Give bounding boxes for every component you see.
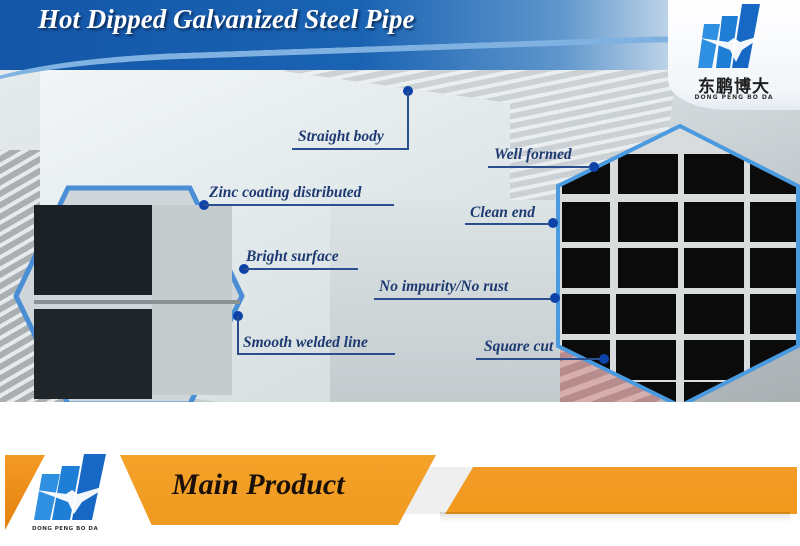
callout-zinc-coating-distributed: Zinc coating distributed <box>209 184 362 201</box>
banner-logo-icon <box>34 454 112 520</box>
callout-dot-square-cut <box>599 354 609 364</box>
callout-underline-straight-body <box>292 148 409 150</box>
banner-orange-bar <box>445 467 797 514</box>
logo-bars-eagle-icon <box>698 4 766 68</box>
hexagon-closeup-left <box>13 185 245 407</box>
callout-underline-no-impurity <box>374 298 551 300</box>
galvanized-pipe-end <box>330 200 560 402</box>
callout-smooth-welded-line: Smooth welded line <box>243 334 368 351</box>
banner-logo-english-name: DONG PENG BO DA <box>32 526 99 532</box>
callout-leader-straight-body <box>407 91 409 148</box>
header-band <box>0 0 800 70</box>
callout-underline-square-cut <box>476 358 600 360</box>
logo-english-name: DONG PENG BO DA <box>694 94 774 101</box>
callout-underline-well-formed <box>488 166 590 168</box>
callout-underline-clean-end <box>465 223 549 225</box>
callout-leader-smooth-welded-line <box>237 316 239 354</box>
callout-underline-smooth-welded-line <box>237 353 395 355</box>
callout-straight-body: Straight body <box>298 128 384 145</box>
callout-bright-surface: Bright surface <box>246 248 339 265</box>
callout-underline-zinc-coating <box>204 204 394 206</box>
callout-dot-well-formed <box>589 162 599 172</box>
callout-no-impurity-no-rust: No impurity/No rust <box>379 278 509 295</box>
section-title: Main Product <box>172 468 345 501</box>
callout-dot-clean-end <box>548 218 558 228</box>
callout-underline-bright-surface <box>244 268 358 270</box>
company-logo: 东鹏博大 DONG PENG BO DA <box>668 0 800 110</box>
callout-dot-no-impurity <box>550 293 560 303</box>
callout-square-cut: Square cut <box>484 338 554 355</box>
callout-clean-end: Clean end <box>470 204 536 221</box>
logo-chinese-name: 东鹏博大 <box>698 77 770 97</box>
banner-main-ribbon <box>120 455 436 525</box>
callout-well-formed: Well formed <box>494 146 572 163</box>
banner-shadow <box>440 512 790 522</box>
page-title: Hot Dipped Galvanized Steel Pipe <box>38 4 415 34</box>
